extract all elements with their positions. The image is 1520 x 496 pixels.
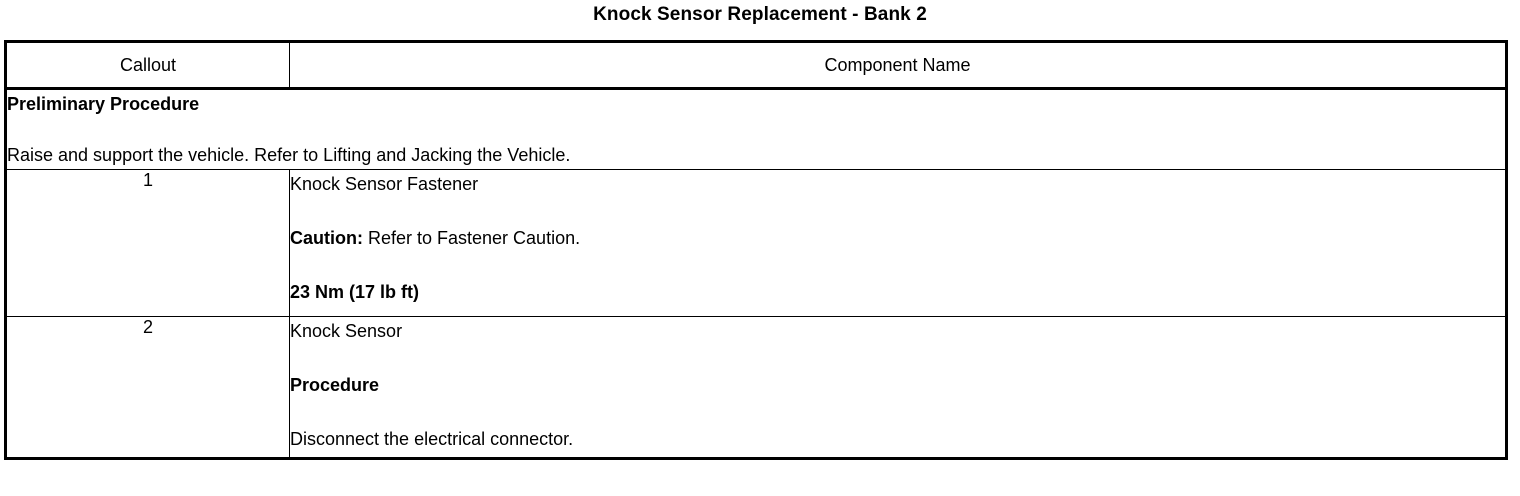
callout-number: 2 <box>5 316 290 459</box>
preliminary-procedure-text: Raise and support the vehicle. Refer to … <box>7 145 571 165</box>
component-name-cell: Knock Sensor Procedure Disconnect the el… <box>289 316 1507 459</box>
table-row: 1 Knock Sensor Fastener Caution: Refer t… <box>5 169 1507 317</box>
procedure-label: Procedure <box>290 375 380 395</box>
column-header-callout: Callout <box>5 41 290 90</box>
component-name: Knock Sensor Fastener <box>290 174 479 194</box>
caution-label: Caution: <box>290 228 363 248</box>
table-header-row: Callout Component Name <box>5 41 1507 90</box>
preliminary-procedure-row: Preliminary Procedure Raise and support … <box>5 88 1507 170</box>
component-name: Knock Sensor <box>290 321 403 341</box>
callout-number: 1 <box>5 169 290 317</box>
procedure-table: Callout Component Name Preliminary Proce… <box>4 40 1508 460</box>
component-name-cell: Knock Sensor Fastener Caution: Refer to … <box>289 169 1507 317</box>
preliminary-procedure-cell: Preliminary Procedure Raise and support … <box>5 88 1507 170</box>
table-row: 2 Knock Sensor Procedure Disconnect the … <box>5 316 1507 459</box>
page-title: Knock Sensor Replacement - Bank 2 <box>593 4 927 25</box>
caution-note: Caution: Refer to Fastener Caution. <box>290 224 1505 252</box>
procedure-step: Disconnect the electrical connector. <box>290 429 574 449</box>
torque-specification: 23 Nm (17 lb ft) <box>290 282 420 302</box>
column-header-component-name: Component Name <box>289 41 1507 90</box>
preliminary-procedure-heading: Preliminary Procedure <box>7 94 200 114</box>
caution-text: Refer to Fastener Caution. <box>362 228 581 248</box>
